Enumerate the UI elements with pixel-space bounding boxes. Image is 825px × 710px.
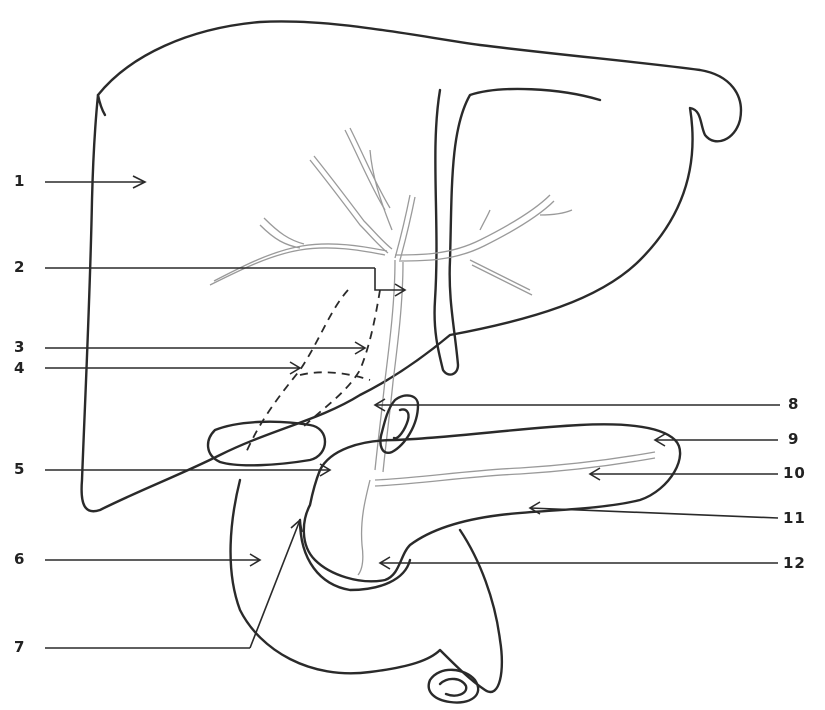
bile-duct-tree: [210, 128, 572, 472]
liver-lobe-fold: [435, 89, 600, 375]
label-1: 1: [14, 174, 25, 189]
duodenum-outline: [231, 480, 502, 692]
label-8: 8: [788, 397, 799, 412]
gallbladder-dashed-2: [300, 290, 380, 430]
duodenum-lumen-end: [429, 670, 478, 703]
label-3: 3: [14, 340, 25, 355]
vessel-lumen: [394, 409, 409, 438]
label-6: 6: [14, 552, 25, 567]
label-9: 9: [788, 432, 799, 447]
label-4: 4: [14, 361, 25, 376]
duodenal-cap: [208, 422, 325, 466]
leader-7-diag: [250, 520, 300, 648]
label-2: 2: [14, 260, 25, 275]
duodenum-lumen-inner: [440, 679, 466, 696]
pancreas-outline: [304, 424, 680, 581]
label-10: 10: [783, 466, 806, 481]
label-12: 12: [783, 556, 806, 571]
leader-lines: [45, 176, 780, 648]
liver-inner-edge: [98, 95, 105, 115]
label-5: 5: [14, 462, 25, 477]
label-7: 7: [14, 640, 25, 655]
label-11: 11: [783, 511, 806, 526]
cystic-dashed: [300, 372, 370, 380]
liver-outline: [82, 21, 741, 511]
leader-11: [530, 508, 778, 518]
